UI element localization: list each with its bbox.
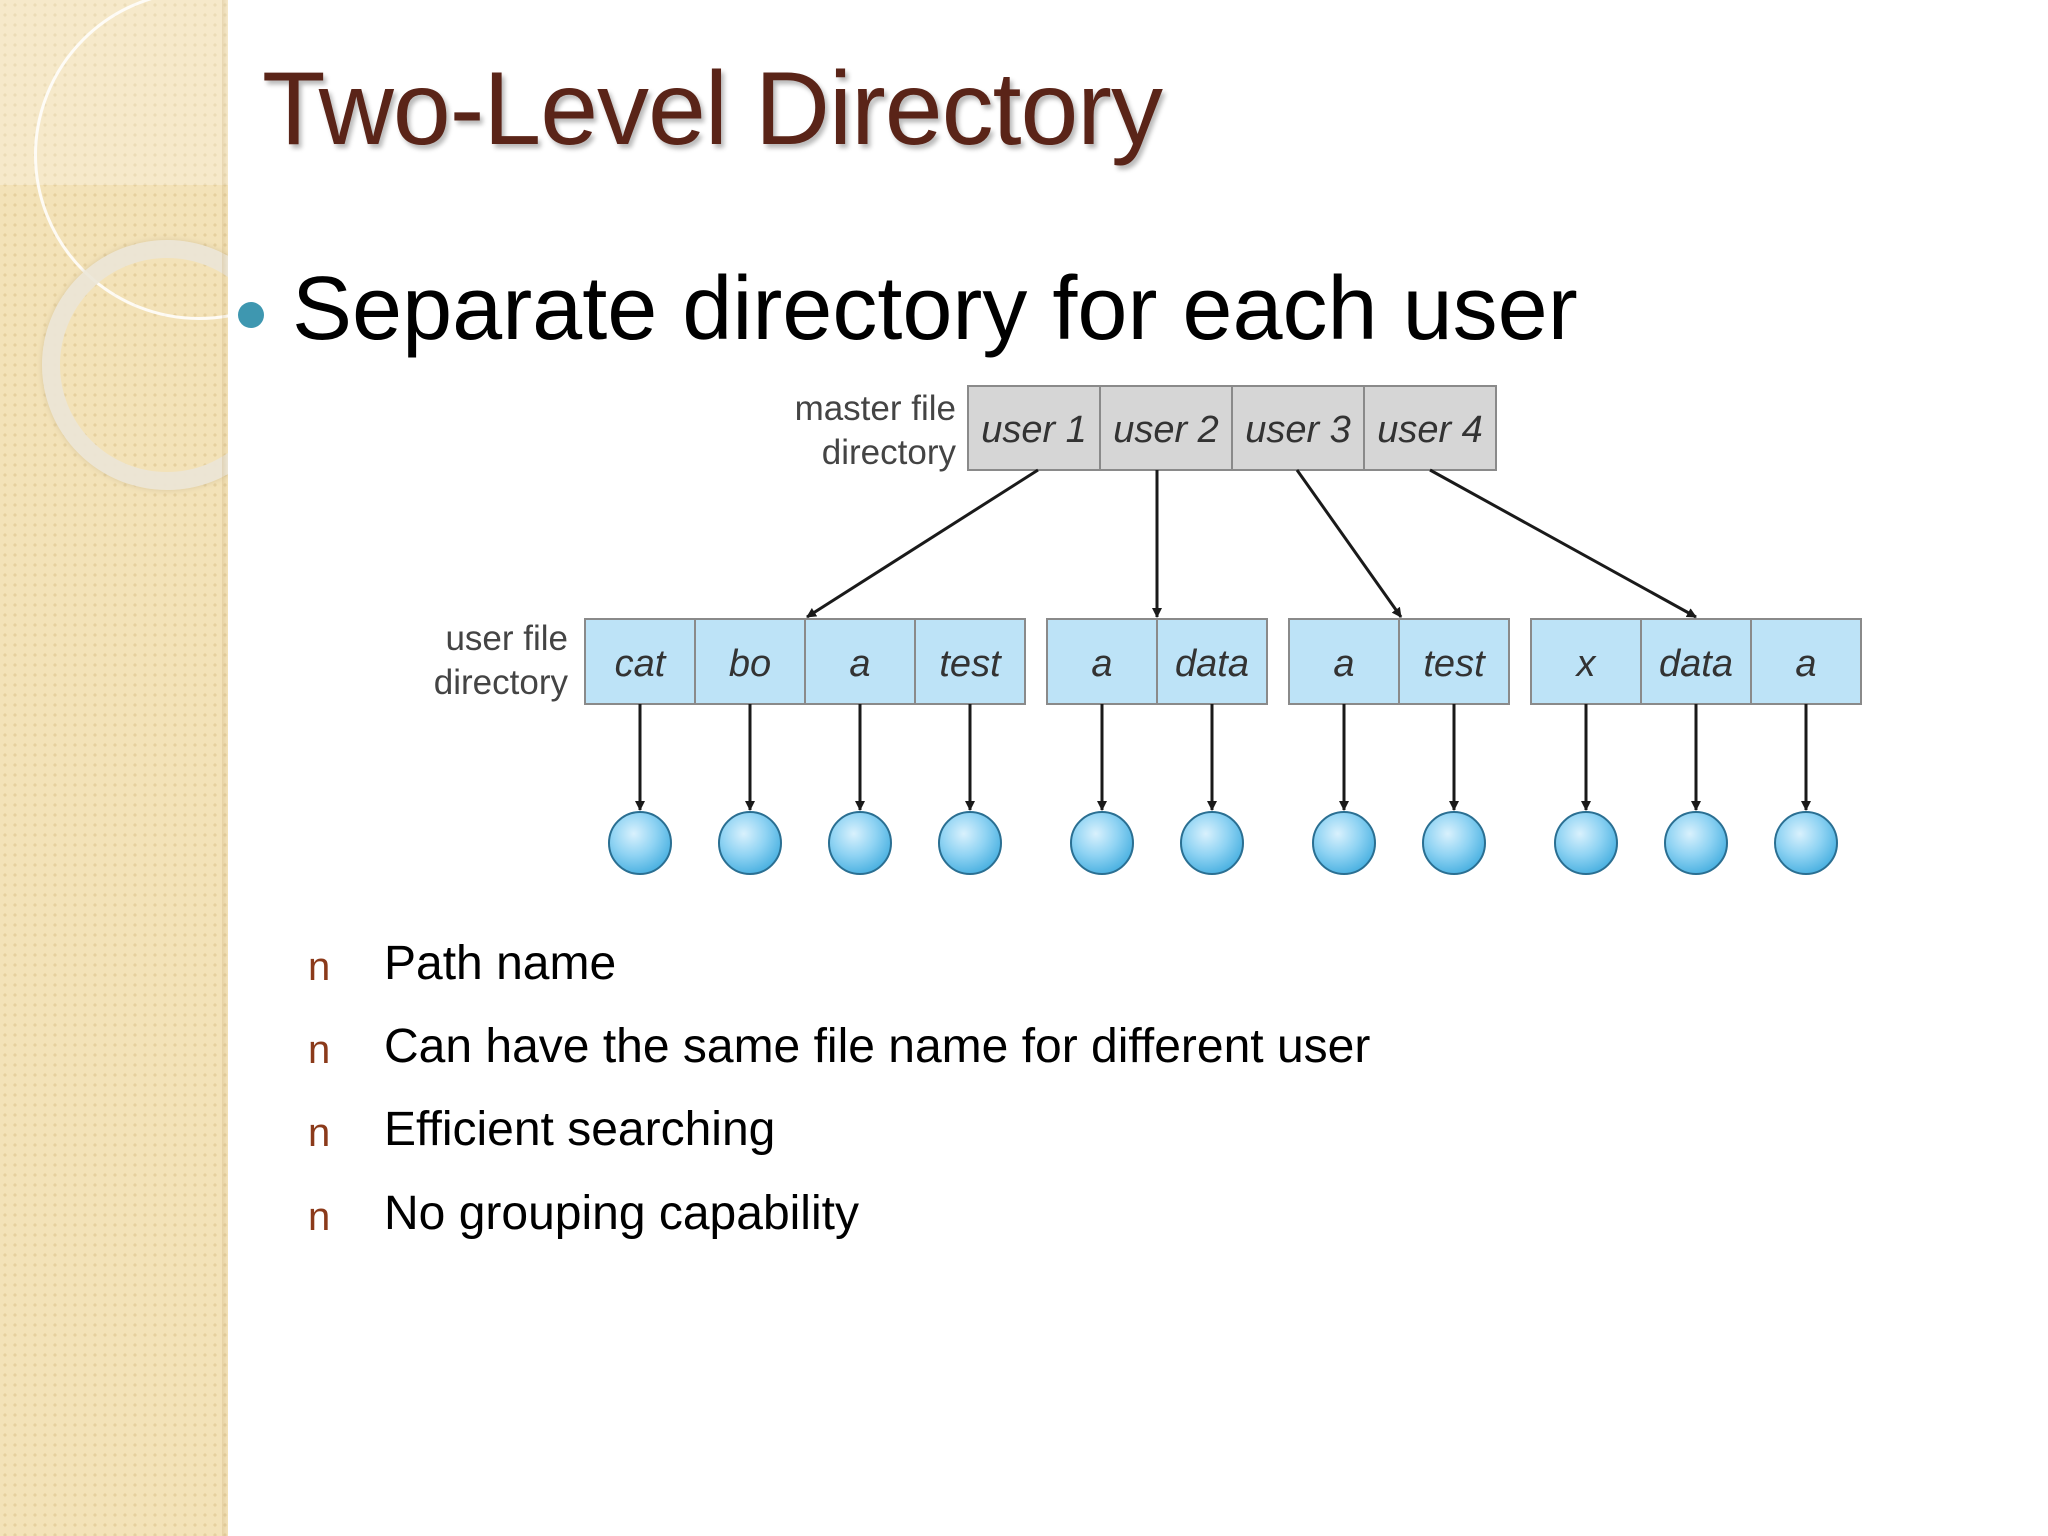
user-file-cell xyxy=(1398,618,1510,705)
master-entry-label: user 1 xyxy=(981,409,1087,451)
sub-bullet-text: No grouping capability xyxy=(384,1187,859,1240)
user-file-cell xyxy=(1640,618,1752,705)
user-file-label: bo xyxy=(729,643,771,685)
main-bullet-text: Separate directory for each user xyxy=(292,259,1578,359)
diagram-body: user 1 user 2 user 3 user 4 cat bo a test a data a… xyxy=(584,385,1862,875)
user-file-cell xyxy=(1288,618,1400,705)
sub-bullet-marker: n xyxy=(308,945,331,989)
directory-pointer-arrow xyxy=(1429,468,1697,619)
master-entry-label: user 2 xyxy=(1113,409,1219,451)
slide-title: Two-Level Directory xyxy=(262,51,1163,167)
file-node xyxy=(1774,811,1838,875)
user-label-line2: directory xyxy=(434,663,569,702)
user-file-label: a xyxy=(1333,643,1354,685)
sub-bullet-marker: n xyxy=(308,1111,331,1155)
user-file-cell xyxy=(914,618,1026,705)
directory-pointer-arrow xyxy=(806,468,1039,619)
sidebar-edge xyxy=(222,0,228,1536)
user-file-label: a xyxy=(849,643,870,685)
user-label-line1: user file xyxy=(445,619,568,658)
sub-bullet-text: Can have the same file name for differen… xyxy=(384,1020,1371,1073)
decorative-sidebar xyxy=(0,0,228,1536)
file-node xyxy=(608,811,672,875)
sub-bullet-marker: n xyxy=(308,1028,331,1072)
file-node xyxy=(1422,811,1486,875)
user-file-cell xyxy=(1046,618,1158,705)
file-node xyxy=(1554,811,1618,875)
user-file-label: test xyxy=(939,643,1002,685)
user-file-cell xyxy=(1750,618,1862,705)
master-entry-cell xyxy=(1099,385,1233,471)
user-file-cell xyxy=(694,618,806,705)
user-file-label: data xyxy=(1659,643,1733,685)
master-entry-label: user 3 xyxy=(1245,409,1351,451)
file-node xyxy=(938,811,1002,875)
file-node xyxy=(828,811,892,875)
master-entry-cell xyxy=(967,385,1101,471)
user-file-label: x xyxy=(1575,643,1598,685)
master-entry-cell xyxy=(1363,385,1497,471)
sub-bullet-text: Path name xyxy=(384,937,617,990)
file-node xyxy=(1070,811,1134,875)
user-file-label: a xyxy=(1091,643,1112,685)
sub-bullet-marker: n xyxy=(308,1195,331,1239)
master-label-line2: directory xyxy=(822,433,957,472)
user-file-cell xyxy=(804,618,916,705)
directory-pointer-arrow xyxy=(1295,469,1403,618)
user-file-cell xyxy=(1156,618,1268,705)
file-node xyxy=(1312,811,1376,875)
user-file-cell xyxy=(1530,618,1642,705)
master-entry-label: user 4 xyxy=(1377,409,1483,451)
user-file-label: cat xyxy=(615,643,667,685)
bullet-dot-icon xyxy=(238,302,264,328)
master-entry-cell xyxy=(1231,385,1365,471)
user-file-label: test xyxy=(1423,643,1486,685)
user-file-label: data xyxy=(1175,643,1249,685)
file-node xyxy=(1180,811,1244,875)
file-node xyxy=(1664,811,1728,875)
master-label-line1: master file xyxy=(795,389,956,428)
user-file-label: a xyxy=(1795,643,1816,685)
sub-bullet-text: Efficient searching xyxy=(384,1103,776,1156)
file-node xyxy=(718,811,782,875)
